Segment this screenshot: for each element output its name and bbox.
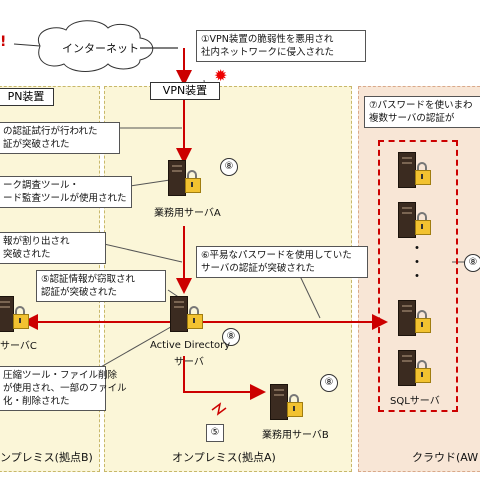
badge-8-business-a: ⑧ bbox=[220, 158, 238, 176]
callout-8-line-1: 圧縮ツール・ファイル削除 bbox=[3, 370, 118, 381]
business-server-b-label: 業務用サーバB bbox=[262, 430, 329, 441]
cloud-server-1-icon bbox=[398, 152, 432, 188]
callout-3: ーク調査ツール・ ード監査ツールが使用された bbox=[0, 176, 132, 208]
callout-8: 圧縮ツール・ファイル削除 が使用され、一部のファイル 化・削除された bbox=[0, 366, 127, 411]
cloud-server-3-icon bbox=[398, 300, 432, 336]
zone-label-base-b: ンプレミス(拠点B) bbox=[0, 451, 93, 464]
callout-7-line-1: ⑦パスワードを使いまわ bbox=[369, 100, 473, 111]
server-c-icon bbox=[0, 296, 30, 332]
callout-4: 報が割り出され 突破された bbox=[0, 232, 106, 264]
business-server-a-icon bbox=[168, 160, 202, 196]
callout-5-line-2: 認証が突破された bbox=[41, 287, 118, 298]
callout-6-line-1: ⑥平易なパスワードを使用していた bbox=[201, 250, 352, 261]
callout-4-line-2: 突破された bbox=[3, 249, 51, 260]
callout-8-line-3: 化・削除された bbox=[3, 396, 70, 407]
callout-7-line-2: 複数サーバの認証が bbox=[369, 113, 455, 124]
vpn-device-label-a: VPN装置 bbox=[150, 82, 220, 100]
zone-label-base-a: オンプレミス(拠点A) bbox=[172, 451, 276, 464]
internet-label: インターネット bbox=[62, 42, 139, 55]
badge-8-business-b: ⑧ bbox=[320, 374, 338, 392]
callout-3-line-1: ーク調査ツール・ bbox=[3, 180, 80, 191]
callout-1-line-2: 社内ネットワークに侵入された bbox=[201, 47, 335, 58]
explosion-icon: ✹ bbox=[214, 66, 228, 85]
callout-4-line-1: 報が割り出され bbox=[3, 236, 70, 247]
zone-label-cloud: クラウド(AW bbox=[412, 451, 479, 464]
callout-6-line-2: サーバの認証が突破された bbox=[201, 263, 315, 274]
business-server-b-icon bbox=[270, 384, 304, 420]
callout-2-line-2: 証が突破された bbox=[3, 139, 70, 150]
ad-server-label-line-1: Active Directory bbox=[150, 340, 231, 351]
cloud-server-2-icon bbox=[398, 202, 432, 238]
callout-8-line-2: が使用され、一部のファイル bbox=[3, 383, 127, 394]
attacker-icon: ! bbox=[0, 34, 7, 50]
vpn-device-label-b: PN装置 bbox=[0, 88, 54, 106]
callout-2: の認証試行が行われた 証が突破された bbox=[0, 122, 120, 154]
ad-server-icon bbox=[170, 296, 204, 332]
more-servers-dots: ・・・ bbox=[410, 241, 424, 285]
ad-server-label-line-2: サーバ bbox=[174, 357, 204, 368]
callout-1: ①VPN装置の脆弱性を悪用され 社内ネットワークに侵入された bbox=[196, 30, 366, 62]
badge-8-ad: ⑧ bbox=[222, 328, 240, 346]
badge-8-cloud: ⑧ bbox=[464, 254, 480, 272]
callout-6: ⑥平易なパスワードを使用していた サーバの認証が突破された bbox=[196, 246, 368, 278]
callout-2-line-1: の認証試行が行われた bbox=[3, 126, 98, 137]
business-server-a-label: 業務用サーバA bbox=[154, 208, 221, 219]
sql-server-label: SQLサーバ bbox=[390, 396, 440, 407]
sql-server-icon bbox=[398, 350, 432, 386]
callout-7: ⑦パスワードを使いまわ 複数サーバの認証が bbox=[364, 96, 480, 128]
callout-1-line-1: ①VPN装置の脆弱性を悪用され bbox=[201, 34, 334, 45]
callout-3-line-2: ード監査ツールが使用された bbox=[3, 193, 127, 204]
sql-server-group bbox=[378, 140, 458, 412]
server-c-label: サーバC bbox=[0, 341, 37, 352]
callout-5-line-1: ⑤認証情報が窃取され bbox=[41, 274, 136, 285]
callout-5: ⑤認証情報が窃取され 認証が突破された bbox=[36, 270, 166, 302]
badge-5: ⑤ bbox=[206, 424, 224, 442]
